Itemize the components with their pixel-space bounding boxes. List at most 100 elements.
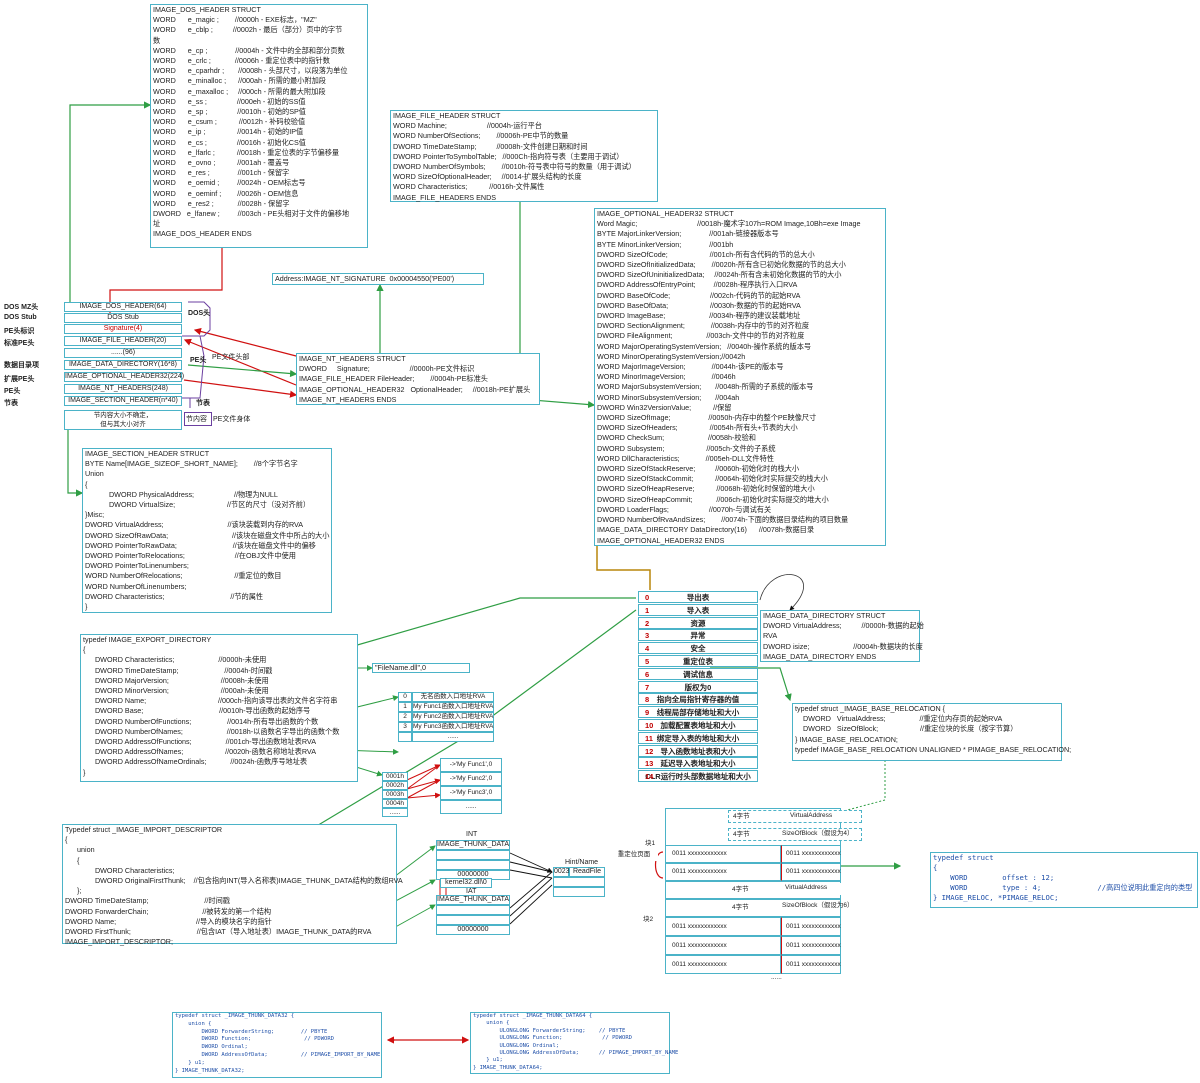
file-header-field: WORD Characteristics; //0016h-文件属性 (393, 182, 545, 192)
reloc-block1-va: VirtualAddress (790, 812, 860, 822)
optional-header-field: DWORD SizeOfImage; //0050h-内存中的整个PE映像尺寸 (597, 413, 817, 423)
dos-header-field: WORD e_oeminf ; //0026h - OEM信息 (153, 188, 299, 198)
eat-index: 0 (398, 692, 412, 702)
hint-row-3 (553, 887, 605, 897)
reloc-entry: 0011 xxxxxxxxxxxx (665, 845, 781, 863)
dos-header-field: WORD e_magic ; //0000h - EXE标志，"MZ" (153, 15, 317, 25)
optional-header-field: DWORD SizeOfUninitializedData; //0024h-所… (597, 270, 842, 280)
hint-name-title: Hint/Name (565, 859, 599, 866)
export-directory-field: { (83, 645, 86, 655)
optional-header-field: DWORD SizeOfHeapCommit; //006ch-初始化时实际提交… (597, 494, 829, 504)
optional-header-field: DWORD SizeOfInitializedData; //0020h-所有含… (597, 260, 846, 270)
nt-headers-field: DWORD Signature; //0000h-PE文件标识 (299, 364, 475, 374)
brace-pe-header-label: PE文件头部 (212, 354, 250, 361)
dos-header-field: 址 (153, 219, 161, 229)
optional-header-field: DWORD NumberOfRvaAndSizes; //0074h-下面的数据… (597, 515, 849, 525)
hint-value: 0023 (553, 867, 570, 877)
import-descriptor-field: IMAGE_IMPORT_DESCRIPTOR; (65, 937, 173, 947)
entry-index: 3 (645, 631, 650, 641)
dos-header-field: WORD e_ovno ; //001ah - 覆盖号 (153, 158, 290, 168)
section-content-note: 节内容大小不确定， 但与其大小对齐 (64, 410, 182, 430)
section-header-field: BYTE Name[IMAGE_SIZEOF_SHORT_NAME]; //8个… (85, 459, 298, 469)
entry-name: 资源 (690, 618, 706, 628)
dos-header-title: IMAGE_DOS_HEADER STRUCT (153, 5, 261, 14)
dos-header-field: DWORD e_lfanew ; //003ch - PE头相对于文件的偏移地 (153, 209, 350, 219)
optional-header-field: DWORD ImageBase; //0034h-程序的建议装载地址 (597, 311, 801, 321)
export-directory-field: DWORD NumberOfNames; //0018h-以函数名字导出的函数个… (83, 726, 340, 736)
base-relocation-field: } IMAGE_BASE_RELOCATION; (795, 734, 898, 744)
hint-row-2 (553, 877, 605, 887)
optional-header-field: WORD MinorSubsystemVersion; //004ah (597, 392, 740, 402)
export-name-entry: ...... (440, 800, 502, 814)
eat-entry: My Func2函数入口地址RVA (412, 712, 494, 722)
entry-name: 延迟导入表地址和大小 (660, 759, 736, 769)
export-directory-field: DWORD Name; //000ch-指向该导出表的文件名字符串 (83, 696, 338, 706)
import-descriptor-field: DWORD OriginalFirstThunk; //包含指向INT(导入名称… (65, 876, 403, 886)
data-directory-field: IMAGE_DATA_DIRECTORY ENDS (763, 651, 877, 661)
export-filename-box: "FileName.dll",0 (372, 663, 470, 673)
section-header-field: }Misc; (85, 510, 105, 520)
entry-index: 0 (645, 593, 650, 602)
dos-header-field: WORD e_res ; //001ch - 保留字 (153, 168, 290, 178)
section-header-field: WORD NumberOfRelocations; //重定位的数目 (85, 571, 282, 581)
optional-header-field: WORD MinorImageVersion; //0046h (597, 372, 736, 382)
layout-label: 数据目录项 (4, 362, 39, 369)
optional-header-field: DWORD FileAlignment; //003ch-文件中的节的对齐粒度 (597, 331, 805, 341)
entry-name: 异常 (690, 631, 706, 641)
layout-cell: ......(96) (64, 348, 182, 358)
optional-header-field: DWORD LoaderFlags; //0070h-与调试有关 (597, 504, 772, 514)
iat-zeros: 00000000 (436, 925, 510, 935)
reloc-side-block1: 块1 (640, 840, 660, 850)
export-directory-field: DWORD TimeDateStamp; //0004h-时间戳 (83, 665, 273, 675)
eat-index (398, 732, 412, 742)
nt-headers-title: IMAGE_NT_HEADERS STRUCT (299, 354, 406, 363)
thunk64-field: union { (473, 1020, 510, 1027)
export-directory-field: DWORD AddressOfFunctions; //001ch-导出函数地址… (83, 737, 316, 747)
reloc-more: ...... (665, 974, 841, 984)
image-reloc-field: { (933, 863, 938, 872)
file-header-end: IMAGE_FILE_HEADERS ENDS (393, 192, 497, 202)
nt-headers-end: IMAGE_NT_HEADERS ENDS (299, 394, 397, 404)
reloc-entry: 0011 xxxxxxxxxxxx (781, 845, 841, 863)
entry-index: 4 (645, 644, 650, 654)
entry-name: CLR运行时头部数据地址和大小 (645, 772, 751, 782)
section-header-field: DWORD PointerToLinenumbers; (85, 561, 189, 571)
image-reloc-field: WORD offset : 12; (933, 873, 1055, 882)
image-reloc-struct: typedef struct{ WORD offset : 12; WORD t… (930, 852, 1198, 908)
thunk32-field: typedef struct _IMAGE_THUNK_DATA32 { (175, 1013, 295, 1019)
thunk64-field: ULONGLONG Ordinal; (473, 1042, 560, 1049)
thunk32-field: DWORD AddressOfData; // PIMAGE_IMPORT_BY… (175, 1051, 381, 1058)
nt-headers-field: IMAGE_FILE_HEADER FileHeader; //0004h-PE… (299, 374, 488, 384)
export-name-entry: ->'My Func3',0 (440, 786, 502, 800)
brace-section-content-label: 节内容 (186, 416, 207, 423)
optional-header-end: IMAGE_OPTIONAL_HEADER32 ENDS (597, 535, 725, 545)
iat-title: IAT (466, 888, 477, 895)
thunk32-field: } IMAGE_THUNK_DATA32; (175, 1067, 245, 1074)
layout-cell: IMAGE_FILE_HEADER(20) (64, 336, 182, 346)
data-directory-entry: 异常 3 (638, 629, 758, 642)
image-reloc-field: typedef struct (933, 853, 994, 862)
layout-cell: IMAGE_OPTIONAL_HEADER32(224) (64, 372, 185, 382)
reloc-side-block2: 块2 (638, 916, 658, 926)
section-header-field: WORD NumberOfLinenumbers; (85, 581, 187, 591)
entry-index: 6 (645, 669, 650, 679)
optional-header-field: WORD MajorSubsystemVersion; //0048h-所需的子… (597, 382, 814, 392)
entry-index: 8 (645, 695, 650, 705)
brace-section-content-box (184, 412, 212, 426)
layout-label: PE头 (4, 388, 21, 395)
export-directory-field: DWORD AddressOfNames; //0020h-函数名称地址表RVA (83, 747, 316, 757)
entry-index: 9 (645, 708, 650, 718)
export-filename: "FileName.dll",0 (375, 663, 427, 672)
image-reloc-field: } IMAGE_RELOC, *PIMAGE_RELOC; (933, 893, 1059, 902)
section-header-field: DWORD VirtualAddress; //该块装载到内存的RVA (85, 520, 304, 530)
name-ordinal-entry: 0001h (382, 772, 408, 781)
